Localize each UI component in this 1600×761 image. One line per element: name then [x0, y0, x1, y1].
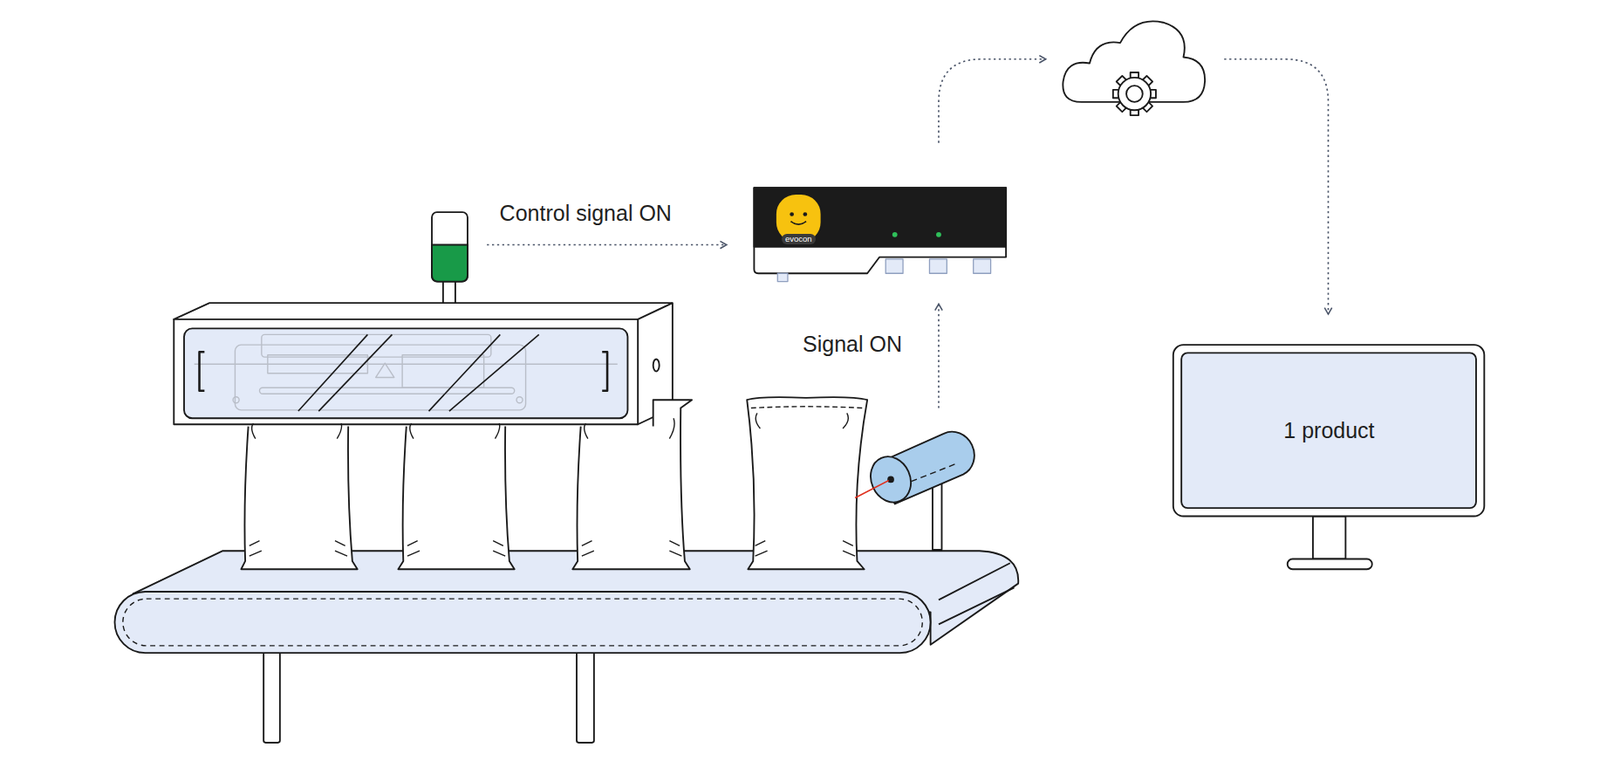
evocon-device — [753, 187, 1006, 282]
monitor-screen: 1 product — [1181, 353, 1477, 509]
monitor — [1173, 344, 1485, 569]
bags — [240, 396, 868, 569]
sealing-machine — [173, 211, 673, 424]
screen-text: 1 product — [1283, 417, 1375, 444]
logo-text: evocon — [781, 233, 816, 245]
signal-label: Control signal ON — [497, 200, 675, 226]
conveyor — [114, 550, 1019, 743]
flow-lines — [486, 59, 1328, 409]
cloud — [1062, 20, 1205, 116]
signal-label: Signal ON — [800, 331, 905, 357]
sensor — [854, 431, 975, 550]
device-box: evocon — [753, 187, 1006, 274]
